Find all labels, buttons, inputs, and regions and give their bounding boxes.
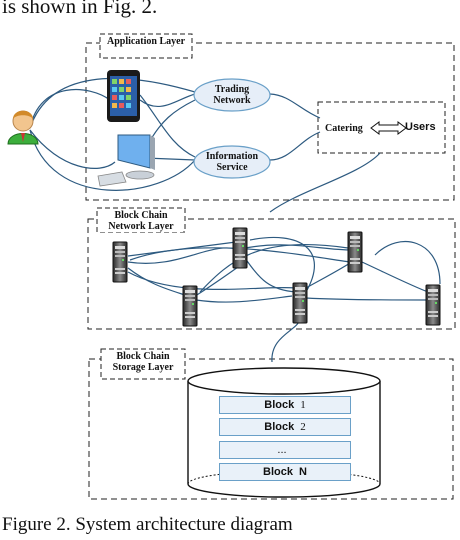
trading-network-ellipse: [193, 78, 271, 112]
figure-caption: Figure 2. System architecture diagram: [2, 514, 293, 535]
bidirectional-arrow-icon: [370, 121, 407, 135]
network-layer-label: Block Chain Network Layer: [99, 210, 183, 232]
smartphone-icon: [107, 70, 140, 122]
catering-label: Catering: [325, 123, 363, 134]
desktop-computer-icon: [97, 134, 155, 187]
server-icon: [425, 284, 441, 326]
block-row-ellipsis: ...: [219, 441, 351, 459]
server-icon: [347, 231, 363, 273]
storage-layer-label: Block Chain Storage Layer: [103, 351, 183, 373]
users-label: Users: [405, 121, 436, 133]
server-icon: [232, 227, 248, 269]
heading-fragment: is shown in Fig. 2.: [2, 0, 158, 18]
user-avatar-icon: [7, 110, 39, 145]
trading-network-label: Trading Network: [213, 84, 251, 106]
server-icon: [182, 285, 198, 327]
information-service-label: Information Service: [205, 151, 259, 173]
application-links: [29, 77, 381, 213]
server-icon: [112, 241, 128, 283]
application-layer-label: Application Layer: [103, 36, 189, 47]
network-links: [127, 236, 441, 363]
server-icon: [292, 282, 308, 324]
information-service-ellipse: [193, 145, 271, 179]
